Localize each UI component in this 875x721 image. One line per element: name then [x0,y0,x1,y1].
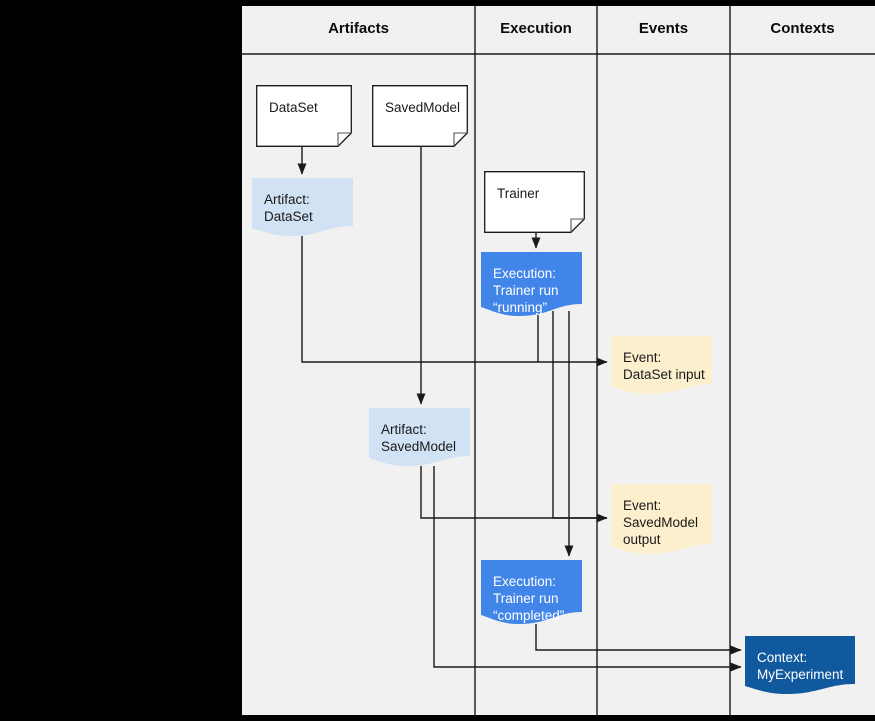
node-label: Event: SavedModel output [623,498,699,547]
column-title-events: Events [638,20,689,37]
node-label: SavedModel [385,100,461,115]
event-shape [611,484,712,554]
artifact-shape [369,408,470,466]
node-context-myexperiment[interactable]: Context: MyExperiment [745,636,855,694]
node-label: Artifact: DataSet [264,192,313,224]
artifact-shape [252,178,353,236]
node-artifact-savedmodel[interactable]: Artifact: SavedModel [369,408,470,466]
document-shape [484,171,585,233]
node-label: Execution: Trainer run “completed” [493,574,565,623]
node-label: DataSet [269,100,318,115]
column-title-artifacts: Artifacts [328,20,389,37]
node-label: Event: DataSet input [623,350,705,382]
node-trainer-doc[interactable]: Trainer [484,171,585,233]
document-shape [256,85,352,147]
node-label: Artifact: SavedModel [381,422,457,454]
connector-layer [242,6,875,715]
column-title-contexts: Contexts [770,20,835,37]
execution-shape [481,560,582,624]
node-label: Trainer [497,186,540,201]
node-artifact-dataset[interactable]: Artifact: DataSet [252,178,353,236]
event-shape [611,336,712,394]
column-title-execution: Execution [500,20,572,37]
node-dataset-doc[interactable]: DataSet [256,85,352,147]
document-shape [372,85,468,147]
node-savedmodel-doc[interactable]: SavedModel [372,85,468,147]
execution-shape [481,252,582,316]
node-label: Execution: Trainer run “running” [493,266,559,315]
node-execution-running[interactable]: Execution: Trainer run “running” [481,252,582,316]
node-event-dataset-input[interactable]: Event: DataSet input [611,336,712,394]
node-execution-completed[interactable]: Execution: Trainer run “completed” [481,560,582,624]
ml-metadata-flow-diagram: Artifacts Execution Events Contexts Data… [242,6,875,715]
connectors [297,147,742,672]
node-label: Context: MyExperiment [757,650,844,682]
node-event-savedmodel-output[interactable]: Event: SavedModel output [611,484,712,554]
context-shape [745,636,855,694]
